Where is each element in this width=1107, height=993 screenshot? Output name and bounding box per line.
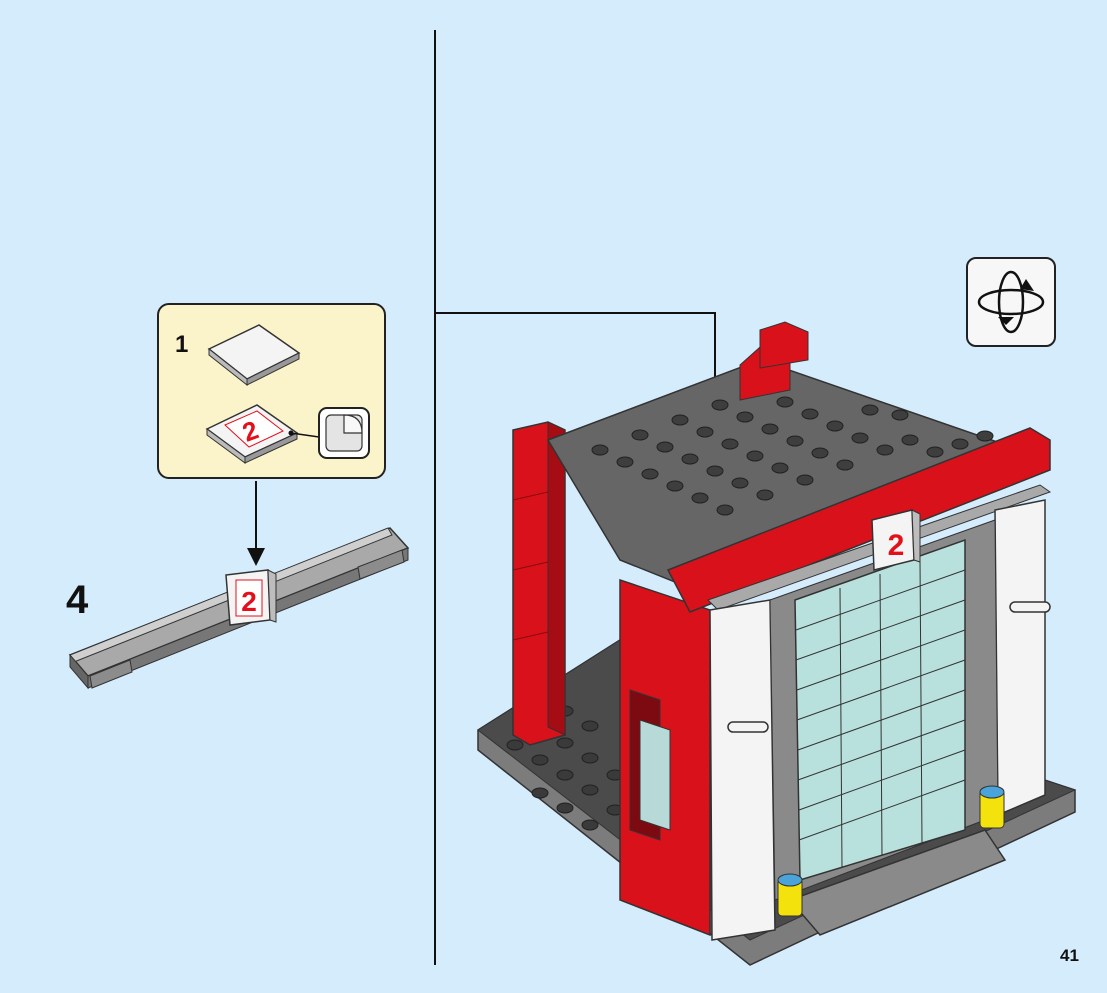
yellow-bollard-left [778,874,802,916]
subassembly-callout: 1 2 [157,303,386,479]
page-number: 41 [1060,946,1079,966]
white-left-pillar [710,600,775,940]
sticker-peel-icon [319,408,369,458]
white-right-pillar [995,500,1045,815]
subassembly-drawing: 2 [159,305,388,481]
callout-arrow-head [247,548,265,566]
placed-tile-label: 2 [241,586,257,617]
yellow-bollard-right [980,786,1004,828]
gray-beam-assembly [70,528,408,688]
fire-station-model [478,322,1075,965]
blank-tile [209,325,299,385]
model-sign-label: 2 [888,529,905,562]
rotate-model-icon [966,257,1056,347]
step-number: 4 [66,578,88,623]
